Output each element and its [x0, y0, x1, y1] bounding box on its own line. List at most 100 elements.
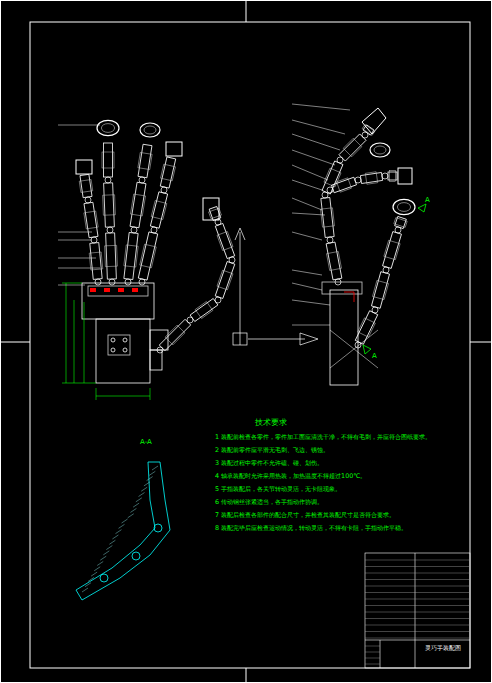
section-hatch	[112, 535, 118, 539]
section-hatch	[109, 540, 115, 544]
table-row-line	[365, 658, 380, 659]
joint	[151, 227, 157, 233]
phalanx-sleeve	[358, 318, 376, 337]
table-row-line	[365, 566, 470, 567]
phalanx	[214, 223, 236, 259]
table-row-line	[365, 646, 380, 647]
joint	[229, 257, 235, 263]
table-row-line	[365, 638, 470, 639]
fingertip	[76, 160, 92, 174]
joint	[139, 279, 145, 285]
technical-note: 3 装配过程中零件不允许磕、碰、划伤。	[215, 459, 323, 468]
fingertip	[203, 198, 219, 220]
technical-note: 7 装配后检查各部件的配合尺寸，并检查其装配尺寸是否符合要求。	[215, 511, 395, 520]
table-row-line	[365, 652, 380, 653]
section-label: A	[425, 196, 430, 204]
phalanx-body	[331, 177, 356, 193]
joint	[383, 267, 389, 273]
phalanx	[78, 174, 93, 198]
phalanx	[393, 216, 407, 229]
phalanx-sleeve	[327, 251, 342, 270]
phalanx	[102, 183, 116, 227]
phalanx	[149, 191, 169, 228]
phalanx-sleeve	[124, 245, 138, 267]
phalanx-body	[159, 319, 190, 350]
section-hatch	[85, 583, 91, 587]
joint	[355, 177, 361, 183]
phalanx-body	[215, 223, 234, 258]
phalanx-body	[138, 144, 152, 177]
phalanx-sleeve	[217, 231, 233, 250]
joint	[322, 192, 328, 198]
section-hatch	[136, 498, 142, 502]
table-row-line	[365, 664, 380, 665]
phalanx-body	[371, 272, 389, 309]
fingertip-ring	[140, 123, 160, 137]
phalanx-sleeve	[384, 240, 400, 259]
phalanx-sleeve	[84, 211, 98, 229]
phalanx-body	[339, 134, 366, 161]
fingertip-ring	[101, 124, 114, 133]
phalanx-body	[322, 161, 343, 194]
technical-note: 5 手指装配后，各关节转动灵活，无卡阻现象。	[215, 485, 341, 494]
phalanx-body	[190, 298, 218, 321]
joint	[372, 307, 378, 313]
title-text: 灵巧手装配图	[418, 644, 468, 653]
phalanx-sleeve	[394, 218, 407, 228]
notes-heading: 技术要求	[255, 417, 287, 428]
fingertip-ring	[374, 146, 386, 154]
joint	[91, 237, 97, 243]
phalanx-sleeve	[140, 244, 156, 267]
phalanx	[137, 144, 154, 178]
phalanx-body	[150, 192, 167, 228]
section-hatch	[97, 561, 103, 565]
section-hatch	[115, 530, 121, 534]
joint	[337, 157, 343, 163]
fingertip-ring	[144, 126, 156, 134]
fingertip-ring	[393, 199, 415, 214]
joint	[215, 297, 221, 303]
phalanx	[137, 232, 159, 281]
section-hatch	[144, 482, 150, 486]
joint	[139, 177, 145, 183]
phalanx-sleeve	[165, 325, 185, 345]
phalanx	[325, 242, 344, 280]
technical-note: 1 装配前检查各零件，零件加工面应清洗干净，不得有毛刺，并应符合图纸要求。	[215, 433, 431, 442]
phalanx	[83, 202, 100, 238]
phalanx	[208, 206, 222, 221]
phalanx-sleeve	[373, 280, 389, 299]
joint	[355, 342, 361, 348]
phalanx	[381, 231, 403, 269]
phalanx-body	[215, 262, 235, 299]
joint	[362, 132, 368, 138]
joint	[395, 227, 401, 233]
table-row-line	[365, 625, 470, 626]
phalanx	[159, 157, 177, 189]
phalanx-sleeve	[195, 302, 213, 319]
phalanx-sleeve	[151, 201, 167, 220]
phalanx	[354, 310, 379, 345]
phalanx-body	[355, 311, 377, 345]
section-hatch	[103, 551, 109, 555]
section-hatch	[149, 471, 155, 475]
section-hatch	[133, 503, 139, 507]
phalanx-body	[326, 242, 342, 280]
joint	[131, 227, 137, 233]
phalanx-body	[104, 183, 115, 227]
section-hatch	[130, 508, 136, 512]
table-row-line	[365, 618, 470, 619]
joint	[109, 279, 115, 285]
fingertip	[166, 142, 182, 156]
phalanx	[214, 261, 236, 299]
section-hatch	[141, 487, 147, 491]
joint	[335, 279, 341, 285]
joint	[157, 347, 163, 353]
phalanx-sleeve	[337, 178, 352, 192]
phalanx-sleeve	[130, 194, 145, 216]
section-label: A	[372, 352, 377, 360]
phalanx	[360, 171, 383, 185]
phalanx-sleeve	[79, 180, 92, 193]
phalanx-body	[80, 174, 92, 197]
